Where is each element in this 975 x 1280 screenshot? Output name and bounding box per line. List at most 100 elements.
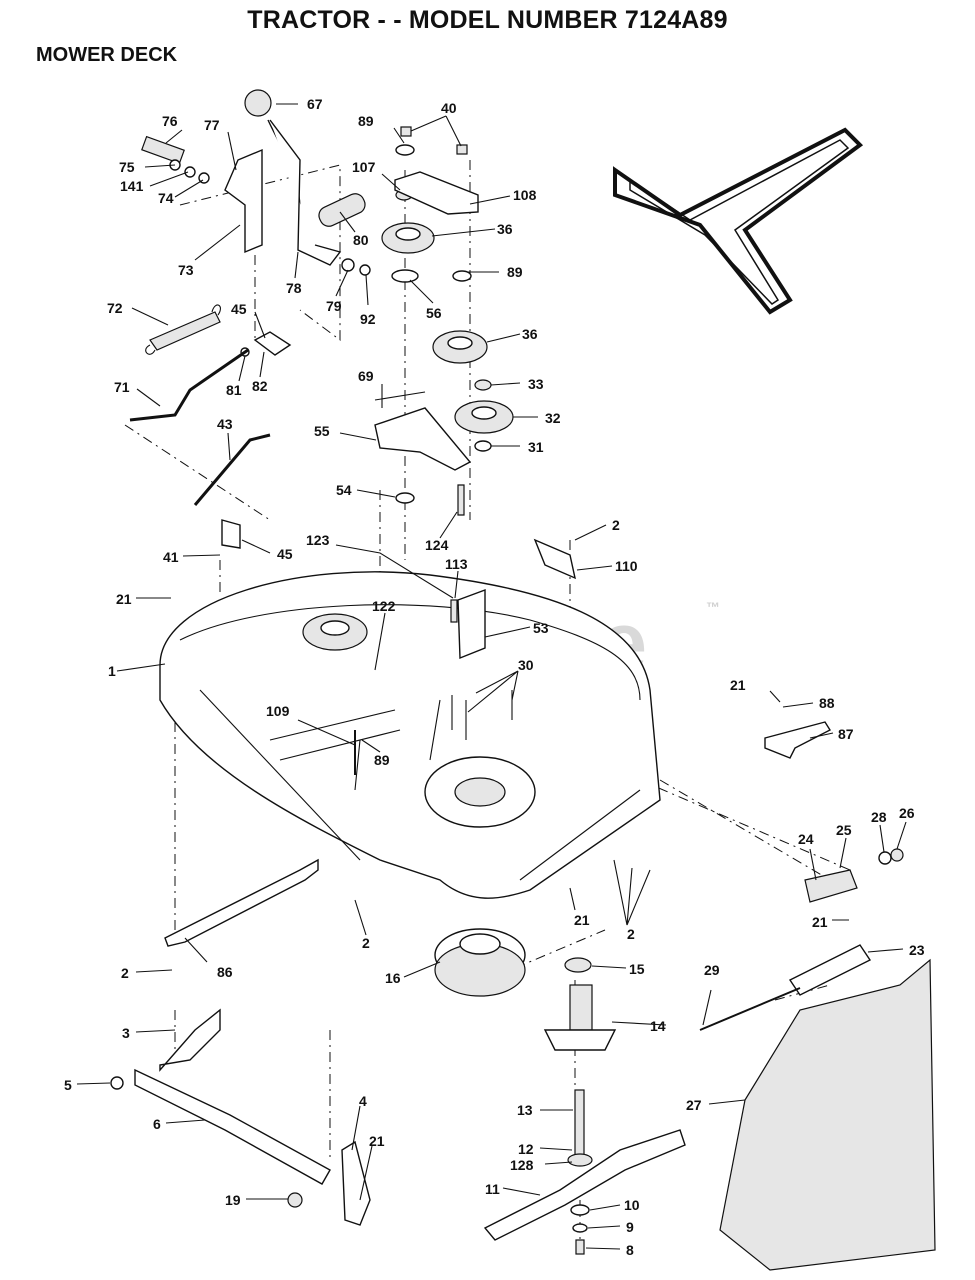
part-10-washer — [570, 1204, 590, 1216]
part-25-spring — [804, 869, 858, 903]
part-89-washer — [452, 270, 472, 282]
callout-45b: 45 — [277, 546, 293, 562]
part-72-spring — [145, 304, 221, 355]
callout-11: 11 — [485, 1181, 500, 1197]
part-4-hanger-bracket — [341, 1140, 371, 1226]
callout-23: 23 — [909, 942, 925, 958]
callout-108: 108 — [513, 187, 537, 203]
callout-89: 89 — [358, 113, 374, 129]
callout-122: 122 — [372, 598, 396, 614]
leader-lines — [76, 103, 907, 1250]
callout-107: 107 — [352, 159, 376, 175]
part-33-nut — [474, 379, 492, 391]
callout-69: 69 — [358, 368, 374, 384]
trademark-symbol: ™ — [706, 599, 720, 615]
part-31-washer — [474, 440, 492, 452]
callout-78: 78 — [286, 280, 302, 296]
callout-21: 21 — [116, 591, 132, 607]
part-11-blade — [483, 1129, 686, 1241]
callout-9: 9 — [626, 1219, 634, 1235]
part-113-bolt — [450, 599, 458, 623]
part-40-nut-left — [400, 126, 412, 137]
callout-6: 6 — [153, 1116, 161, 1132]
part-30-bolts — [451, 690, 513, 740]
callout-141: 141 — [120, 178, 144, 194]
part-56-washer — [391, 269, 419, 283]
callout-43: 43 — [217, 416, 233, 432]
part-12-bearing — [567, 1153, 593, 1167]
callout-24: 24 — [798, 831, 814, 847]
part-89-washer-top — [395, 144, 415, 156]
part-13-spindle-shaft — [574, 1089, 585, 1161]
section-title: MOWER DECK — [36, 44, 178, 66]
part-78-lever — [269, 119, 342, 266]
part-108-idler-bracket — [394, 171, 479, 215]
callout-73: 73 — [178, 262, 194, 278]
part-87-bracket — [764, 721, 831, 759]
callout-71: 71 — [114, 379, 130, 395]
callout-15: 15 — [629, 961, 645, 977]
callout-77: 77 — [204, 117, 220, 133]
callout-92: 92 — [360, 311, 376, 327]
part-15-nut — [564, 957, 592, 973]
callout-41: 41 — [163, 549, 179, 565]
part-124-bolt — [457, 484, 465, 516]
part-27-discharge-chute — [719, 958, 936, 1271]
part-68-belt — [613, 127, 864, 315]
callout-76: 76 — [162, 113, 178, 129]
callout-36b: 36 — [522, 326, 538, 342]
callout-28: 28 — [871, 809, 887, 825]
part-55-bracket-plate — [374, 407, 472, 471]
callout-19: 19 — [225, 1192, 241, 1208]
part-92-nut — [359, 264, 371, 276]
callout-109: 109 — [266, 703, 290, 719]
callout-33: 33 — [528, 376, 544, 392]
callout-21d: 21 — [574, 912, 590, 928]
callout-14: 14 — [650, 1018, 666, 1034]
callout-36: 36 — [497, 221, 513, 237]
callout-86: 86 — [217, 964, 233, 980]
callout-5: 5 — [64, 1077, 72, 1093]
callout-2: 2 — [612, 517, 620, 533]
part-41-bracket — [221, 519, 241, 549]
callout-113: 113 — [445, 556, 468, 572]
part-9-lock-washer — [572, 1223, 588, 1233]
part-5-clip — [110, 1076, 124, 1090]
part-110-bracket — [533, 538, 576, 580]
part-1-mower-deck — [159, 571, 661, 899]
callout-13: 13 — [517, 1102, 533, 1118]
callout-128: 128 — [510, 1157, 534, 1173]
part-29-hinge-rod — [699, 987, 801, 1031]
callout-79: 79 — [326, 298, 342, 314]
callout-12: 12 — [518, 1141, 534, 1157]
part-16-spindle-cover — [434, 928, 526, 997]
callout-labels: 76 77 67 89 40 75 141 74 107 108 73 80 3… — [64, 96, 925, 1258]
callout-45: 45 — [231, 301, 247, 317]
part-19-bolt — [287, 1192, 303, 1208]
part-6-link-arm — [134, 1068, 331, 1185]
part-79-washer — [341, 258, 355, 272]
callout-21b: 21 — [730, 677, 746, 693]
part-14-spindle-housing — [543, 984, 617, 1051]
callout-25: 25 — [836, 822, 852, 838]
callout-123: 123 — [306, 532, 330, 548]
callout-124: 124 — [425, 537, 449, 553]
callout-21c: 21 — [812, 914, 828, 930]
callout-32: 32 — [545, 410, 561, 426]
page-title: TRACTOR - - MODEL NUMBER 7124A89 — [247, 6, 728, 34]
callout-89c: 89 — [374, 752, 390, 768]
callout-21e: 21 — [369, 1133, 385, 1149]
part-71-rod — [129, 348, 249, 422]
part-54-washer — [395, 492, 415, 504]
callout-87: 87 — [838, 726, 854, 742]
part-23-hinge-bracket — [788, 944, 872, 996]
callout-3: 3 — [122, 1025, 130, 1041]
part-69-pin — [374, 391, 426, 401]
part-8-bolt — [575, 1239, 585, 1255]
part-28-washer — [878, 851, 892, 865]
part-45-clip — [253, 331, 292, 356]
callout-30: 30 — [518, 657, 534, 673]
callout-110: 110 — [615, 558, 638, 574]
